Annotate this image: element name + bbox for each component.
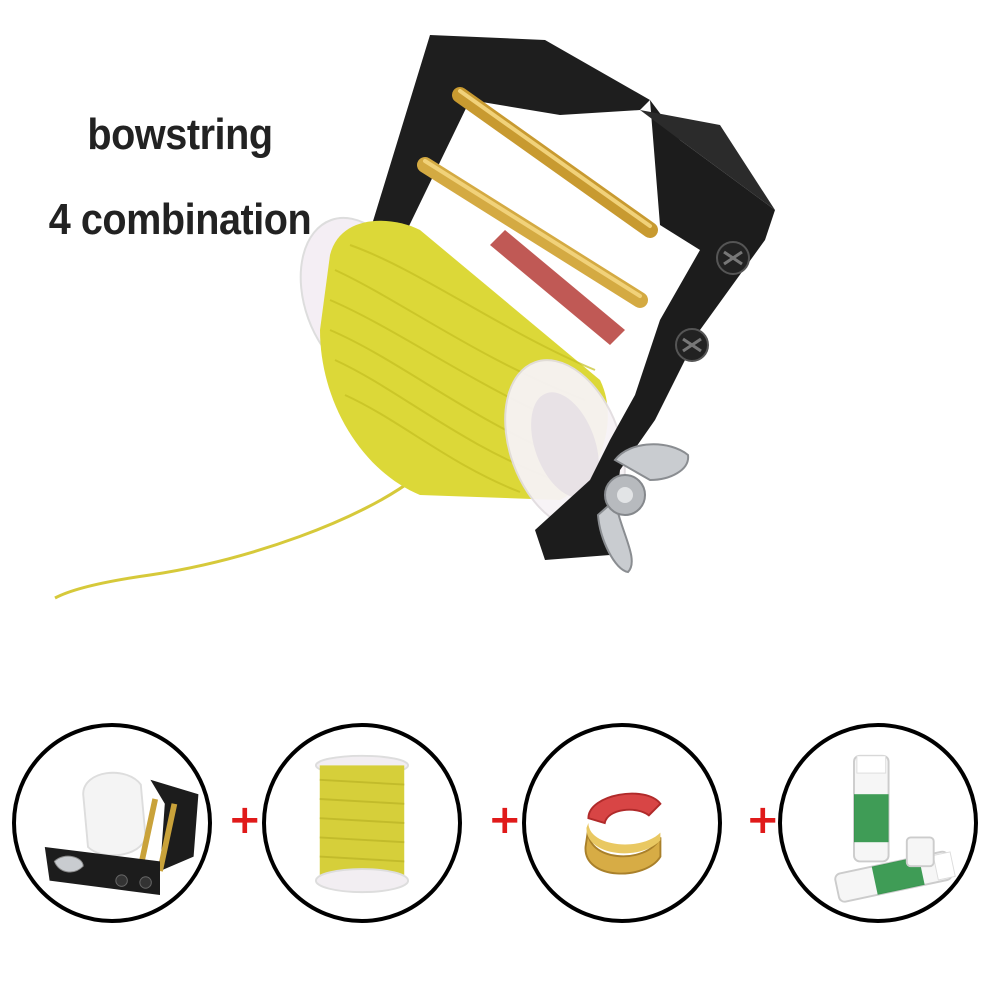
nock-point-icon bbox=[584, 792, 662, 875]
loose-thread bbox=[54, 476, 416, 600]
component-nock-point bbox=[522, 723, 722, 923]
string-wax-icon bbox=[834, 754, 956, 903]
frame-back-plate bbox=[355, 35, 650, 280]
component-thread-spool bbox=[262, 723, 462, 923]
headline-line-1: bowstring bbox=[87, 110, 273, 159]
component-serving-tool bbox=[12, 723, 212, 923]
plus-sign-1: + bbox=[228, 797, 262, 843]
wing-nut-icon bbox=[596, 443, 690, 574]
serving-tool-icon bbox=[44, 771, 199, 895]
screw-icon bbox=[675, 328, 709, 362]
frame-front-plate bbox=[535, 100, 775, 560]
headline-line-2: 4 combination bbox=[48, 195, 312, 244]
thread-spool-icon bbox=[314, 754, 410, 894]
brass-rod-2 bbox=[417, 157, 648, 308]
screw-icon bbox=[716, 241, 750, 275]
brass-rod-1 bbox=[452, 87, 658, 238]
serving-tool-hero-image bbox=[54, 35, 775, 600]
plus-sign-2: + bbox=[488, 797, 522, 843]
plus-sign-3: + bbox=[746, 797, 780, 843]
component-string-wax bbox=[778, 723, 978, 923]
